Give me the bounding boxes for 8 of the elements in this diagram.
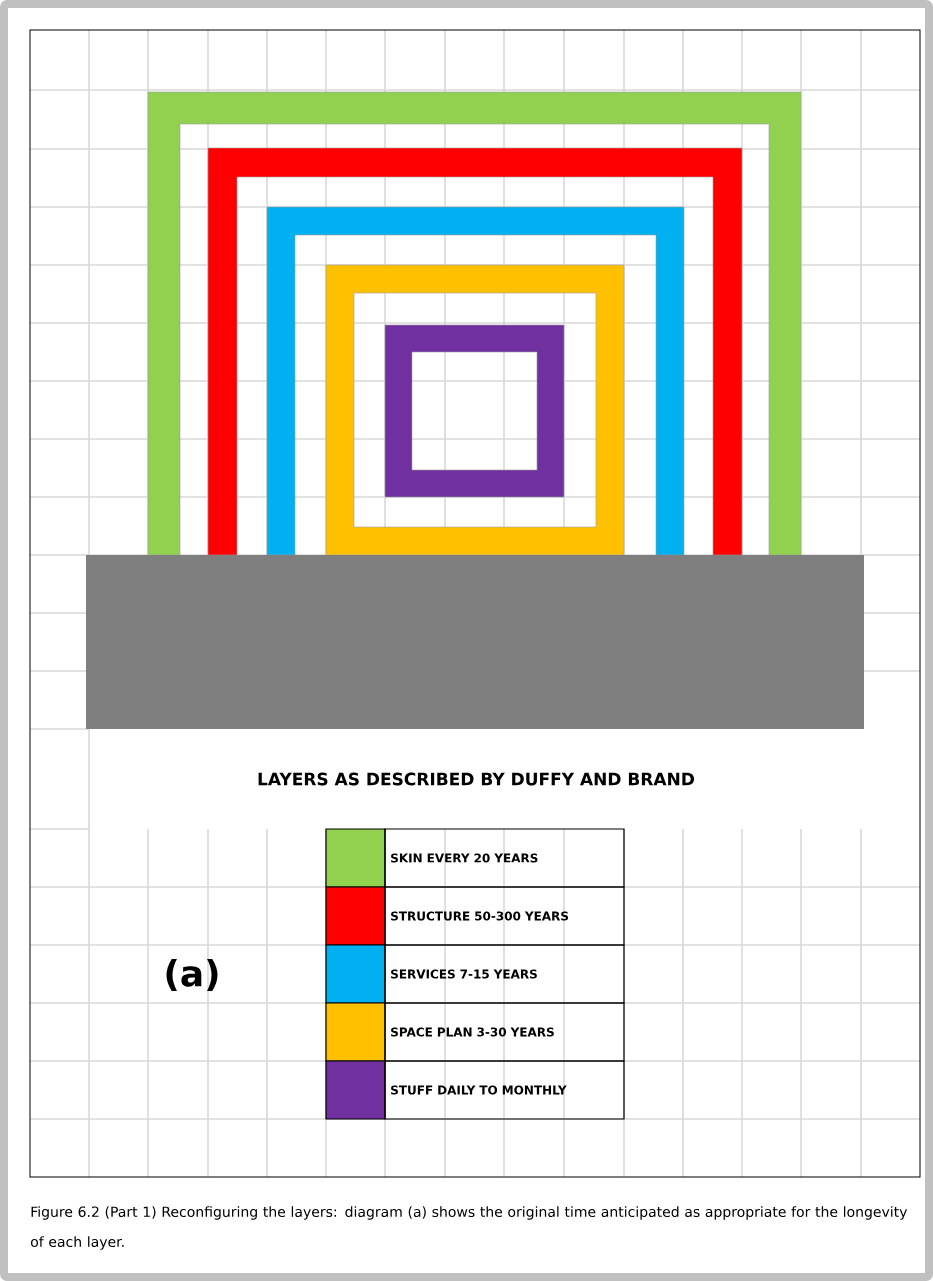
legend-label: STUFF DAILY TO MONTHLY bbox=[384, 1060, 625, 1120]
legend-label: STRUCTURE 50-300 YEARS bbox=[384, 886, 625, 946]
panel-label: (a) bbox=[166, 959, 218, 992]
legend-label: SERVICES 7-15 YEARS bbox=[384, 944, 625, 1004]
diagram-title: LAYERS AS DESCRIBED BY DUFFY AND BRAND bbox=[258, 772, 694, 786]
legend-label: SPACE PLAN 3-30 YEARS bbox=[384, 1002, 625, 1062]
figure-caption: Figure 6.2 (Part 1) Reconfiguring the layers: diagram (a) shows the original time anticipated as appropriate for the longevity of each layer. bbox=[30, 1206, 908, 1250]
legend-label: SKIN EVERY 20 YEARS bbox=[384, 828, 625, 888]
